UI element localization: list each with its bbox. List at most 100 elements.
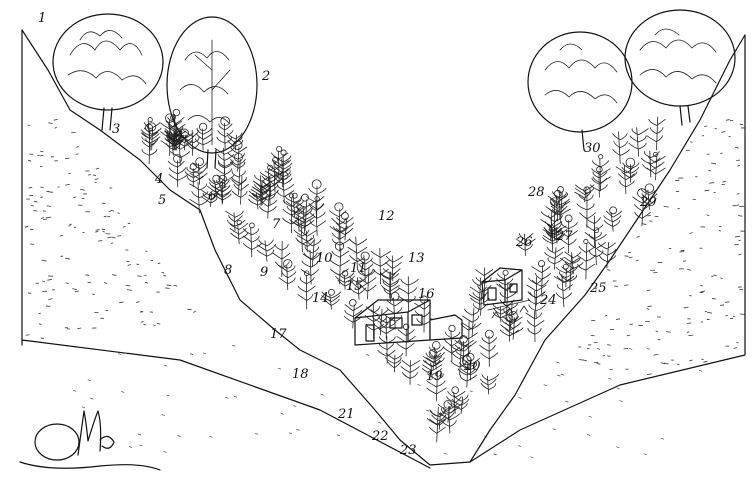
flower-head: [390, 291, 400, 301]
flower-head: [459, 335, 468, 344]
stipple-mark: [725, 314, 728, 317]
plant-stem: [349, 276, 369, 300]
plant-stem: [347, 236, 368, 271]
plant-stem: [167, 160, 188, 188]
stipple-mark: [225, 396, 229, 399]
stipple-mark: [47, 191, 52, 193]
flower-head: [147, 122, 157, 132]
stipple-mark: [707, 311, 713, 314]
stipple-mark: [426, 409, 430, 412]
stipple-mark: [92, 293, 95, 295]
stipple-mark: [28, 186, 33, 189]
stipple-mark: [689, 232, 693, 234]
stipple-mark: [556, 361, 560, 364]
stipple-mark: [107, 215, 111, 218]
stipple-mark: [144, 281, 148, 284]
plant-stem: [449, 342, 470, 376]
stipple-mark: [136, 301, 140, 303]
flower-head: [303, 270, 310, 276]
flower-head: [236, 219, 242, 226]
stipple-mark: [76, 146, 79, 148]
plant-stem: [544, 246, 565, 270]
stipple-mark: [635, 259, 639, 262]
plant-stem: [141, 129, 159, 165]
stipple-mark: [90, 397, 94, 400]
plant-stem: [515, 233, 536, 256]
stipple-mark: [687, 269, 692, 271]
stipple-mark: [560, 373, 565, 376]
plant-stem: [278, 265, 297, 291]
plant-stem: [370, 247, 391, 285]
stipple-mark: [177, 435, 181, 437]
stipple-mark: [700, 290, 705, 293]
flower-head: [553, 189, 562, 198]
plant-stem: [588, 231, 607, 266]
stipple-mark: [54, 126, 57, 129]
plant-stem: [297, 274, 316, 310]
tree-left-1: [52, 13, 164, 131]
plant-stem: [242, 226, 263, 258]
stipple-mark: [47, 278, 52, 281]
stipple-mark: [689, 294, 692, 297]
plant-stem: [421, 360, 443, 379]
stipple-mark: [232, 344, 236, 347]
plant-stem: [621, 162, 640, 183]
plant-stem: [189, 181, 209, 214]
stipple-mark: [40, 337, 45, 340]
stipple-mark: [163, 451, 167, 453]
stipple-mark: [122, 225, 126, 228]
stipple-mark: [139, 444, 143, 447]
stipple-mark: [65, 282, 69, 284]
plant-stem: [628, 127, 649, 157]
stipple-mark: [565, 400, 569, 403]
plant-stem: [479, 335, 499, 367]
plant-stem: [426, 372, 447, 402]
flower-head: [557, 186, 564, 194]
plant-number-label: 5: [158, 193, 166, 208]
stipple-mark: [738, 239, 741, 242]
plant-stem: [380, 271, 400, 303]
stipple-mark: [733, 347, 738, 349]
stipple-mark: [701, 135, 705, 137]
flower-head: [172, 108, 181, 117]
stipple-mark: [722, 180, 727, 183]
stipple-mark: [636, 235, 640, 238]
flower-head: [195, 157, 204, 167]
stipple-mark: [721, 131, 726, 133]
stipple-mark: [677, 207, 680, 210]
stipple-mark: [738, 253, 742, 256]
stipple-mark: [706, 214, 710, 217]
stipple-mark: [703, 360, 708, 363]
stipple-mark: [616, 387, 620, 390]
stipple-mark: [736, 341, 739, 344]
plant-number-label: 1: [38, 11, 46, 26]
stipple-mark: [46, 216, 52, 219]
flower-head: [280, 149, 287, 156]
flower-head: [583, 186, 591, 194]
plant-number-label: 27: [555, 229, 573, 244]
plant-number-label: 19: [426, 369, 443, 384]
plant-stem: [274, 177, 295, 204]
stipple-mark: [604, 314, 608, 317]
flower-head: [609, 206, 618, 215]
plant-stem: [504, 316, 524, 340]
plant-stem: [603, 210, 623, 232]
flower-head: [291, 192, 298, 199]
plant-number-label: 25: [589, 281, 607, 296]
plant-stem: [398, 276, 419, 312]
stipple-mark: [725, 301, 730, 303]
stipple-mark: [518, 445, 522, 447]
plant-number-label: 24: [539, 293, 557, 308]
plant-stem: [442, 330, 461, 362]
flower-head: [249, 222, 255, 229]
stipple-mark: [108, 210, 111, 213]
stipple-mark: [582, 359, 587, 362]
stipple-mark: [619, 400, 623, 402]
plant-stem: [527, 290, 547, 318]
flower-head: [288, 193, 294, 199]
plant-number-label: 8: [224, 263, 232, 278]
stipple-mark: [42, 210, 46, 212]
plant-stem: [300, 249, 319, 285]
plant-stem: [479, 374, 499, 395]
plant-stem: [377, 335, 396, 364]
